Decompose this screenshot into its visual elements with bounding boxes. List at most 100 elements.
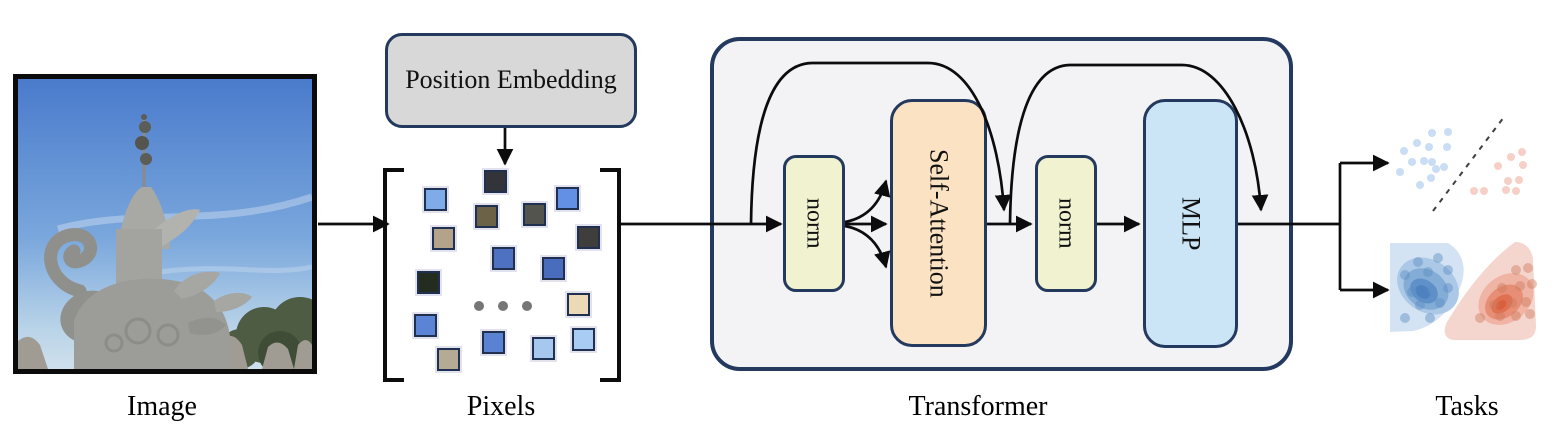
data-point — [1502, 186, 1510, 194]
data-point — [1480, 187, 1488, 195]
pixel-patch-square — [414, 314, 437, 337]
data-point — [1512, 187, 1520, 195]
ellipsis-dot — [474, 301, 484, 311]
pixel-patch-square — [572, 328, 595, 351]
left-bracket — [383, 168, 404, 382]
data-point — [1518, 148, 1526, 156]
kde-contour-level-blue-2 — [1403, 268, 1449, 310]
data-point — [1435, 298, 1445, 308]
data-point — [1425, 143, 1433, 151]
ellipsis-dot — [522, 301, 532, 311]
pixel-patch-square — [523, 203, 546, 226]
mlp-label: MLP — [1176, 196, 1206, 251]
scatter-task — [1396, 116, 1527, 212]
data-point — [1408, 158, 1416, 166]
data-point — [1470, 187, 1478, 195]
kde-contour-level-red-4 — [1495, 300, 1507, 310]
density-task — [1390, 242, 1537, 340]
position-embedding-box: Position Embedding — [385, 33, 637, 128]
pixel-patch-square — [484, 170, 507, 193]
pixel-patch-square — [417, 271, 440, 294]
kde-red-plot — [1444, 242, 1537, 340]
pixel-patch-square — [437, 348, 460, 371]
data-point — [1423, 267, 1433, 277]
norm-box-2: norm — [1035, 155, 1097, 292]
data-point — [1400, 313, 1410, 323]
data-point — [1427, 285, 1437, 295]
data-point — [1443, 143, 1451, 151]
data-point — [1400, 147, 1408, 155]
data-point — [1507, 298, 1517, 308]
kde-blue-samples — [1400, 253, 1453, 323]
pixel-patch-square — [542, 257, 565, 280]
data-point — [1407, 287, 1417, 297]
kde-blue-plot — [1390, 243, 1464, 332]
scatter-blue-cluster — [1396, 128, 1452, 189]
data-point — [1475, 313, 1485, 323]
caption-transformer: Transformer — [908, 391, 1048, 422]
data-point — [1428, 129, 1436, 137]
pixel-patch-square — [532, 337, 555, 360]
data-point — [1400, 270, 1410, 280]
data-point — [1416, 181, 1424, 189]
data-point — [1396, 168, 1404, 176]
pixel-patch-square — [556, 187, 579, 210]
data-point — [1444, 128, 1452, 136]
data-point — [1527, 279, 1537, 289]
kde-contour-level-blue-0 — [1390, 243, 1464, 332]
input-image — [13, 74, 317, 374]
self-attention-box: Self-Attention — [890, 99, 987, 347]
pixel-patch-square — [475, 205, 498, 228]
data-point — [1521, 297, 1531, 307]
self-attention-label: Self-Attention — [924, 148, 954, 298]
data-point — [1525, 309, 1535, 319]
data-point — [1415, 300, 1425, 310]
kde-contour-level-blue-3 — [1410, 278, 1438, 304]
data-point — [1432, 165, 1440, 173]
caption-pixels: Pixels — [466, 391, 536, 422]
data-point — [1504, 177, 1512, 185]
data-point — [1433, 253, 1443, 263]
caption-tasks: Tasks — [1435, 391, 1499, 422]
kde-contour-level-red-1 — [1478, 273, 1534, 325]
pixel-patch-square — [567, 293, 590, 316]
data-point — [1515, 281, 1525, 291]
norm-2-label: norm — [1053, 198, 1080, 249]
statue — [44, 114, 252, 369]
data-point — [1420, 157, 1428, 165]
data-point — [1507, 153, 1515, 161]
scatter-red-cluster — [1470, 148, 1527, 195]
data-point — [1440, 163, 1448, 171]
kde-contour-level-red-2 — [1485, 284, 1523, 320]
kde-contour-level-blue-4 — [1415, 285, 1431, 299]
data-point — [1428, 158, 1436, 166]
ellipsis-dot — [498, 301, 508, 311]
pixel-patch-square — [424, 188, 447, 211]
mlp-box: MLP — [1143, 99, 1238, 348]
pixel-patch-square — [492, 247, 515, 270]
kde-contour-level-blue-1 — [1397, 257, 1459, 315]
data-point — [1515, 176, 1523, 184]
pixel-patch-square — [432, 227, 455, 250]
position-embedding-label: Position Embedding — [405, 65, 617, 95]
data-point — [1523, 263, 1533, 273]
data-point — [1494, 162, 1502, 170]
data-point — [1413, 139, 1421, 147]
data-point — [1519, 161, 1527, 169]
right-bracket — [600, 168, 621, 382]
data-point — [1497, 283, 1507, 293]
data-point — [1495, 311, 1505, 321]
pixel-patch-square — [482, 331, 505, 354]
data-point — [1489, 300, 1499, 310]
pixel-patch-square — [577, 226, 600, 249]
decision-boundary-dashed-line — [1432, 116, 1505, 212]
kde-contour-level-red-3 — [1491, 294, 1513, 314]
caption-image: Image — [127, 391, 197, 422]
kde-contour-level-red-0 — [1444, 242, 1536, 340]
data-point — [1511, 265, 1521, 275]
data-point — [1427, 174, 1435, 182]
data-point — [1511, 311, 1521, 321]
statue-photo-illustration — [18, 79, 312, 369]
data-point — [1413, 257, 1423, 267]
